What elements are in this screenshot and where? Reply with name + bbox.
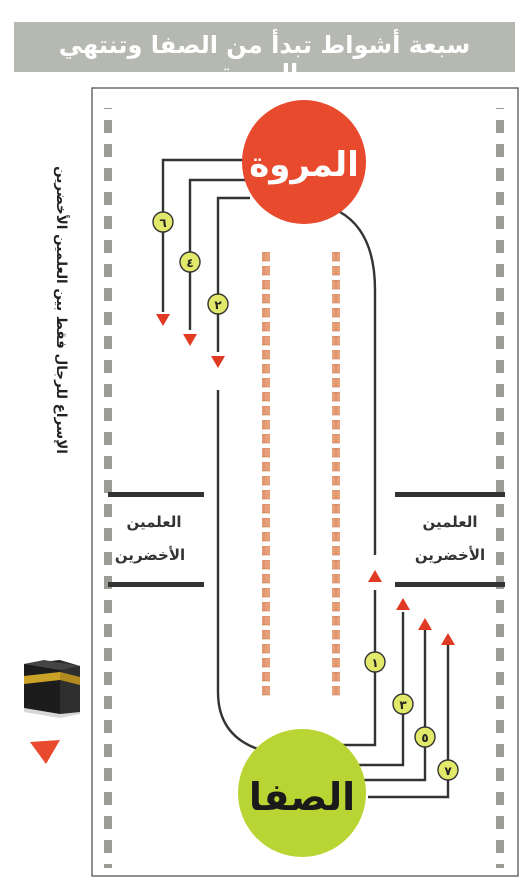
marker-left-line2: الأخضرين (115, 546, 185, 564)
marker-right-line2: الأخضرين (415, 546, 485, 564)
path-lap-3 (350, 612, 403, 765)
lap-badge-6: ٦ (153, 212, 173, 232)
path-lap-6 (163, 160, 245, 312)
green-markers-left (108, 492, 204, 587)
lap-badge-1-text: ١ (371, 656, 378, 670)
direction-arrow-icon (30, 740, 60, 764)
arrow-lap-3 (396, 598, 410, 610)
lap-badge-7-text: ٧ (444, 764, 452, 778)
lap-badge-2: ٢ (208, 294, 228, 314)
arrow-lap-7 (441, 633, 455, 645)
lap-badge-3-text: ٣ (399, 698, 407, 712)
lap-badge-3: ٣ (393, 694, 413, 714)
marker-right-line1: العلمين (422, 513, 477, 531)
lap-badge-2-text: ٢ (214, 298, 222, 312)
marker-left-line1: العلمين (126, 513, 181, 531)
lap-badge-1: ١ (365, 652, 385, 672)
lap-badge-5-text: ٥ (421, 731, 428, 745)
center-column-left (262, 252, 270, 698)
right-track (496, 108, 504, 868)
lap-badge-6-text: ٦ (159, 216, 166, 230)
green-markers-right (395, 492, 505, 587)
lap-badge-4-text: ٤ (186, 256, 193, 270)
path-lap-2 (218, 198, 250, 352)
lap-badge-4: ٤ (180, 252, 200, 272)
center-column-right (332, 252, 340, 698)
safa-label: الصفا (249, 775, 355, 819)
arrow-heads (156, 314, 455, 645)
arrow-lap-4 (183, 334, 197, 346)
safa-hill: الصفا (238, 729, 366, 857)
marwa-hill: المروة (242, 100, 366, 224)
path-lap-1 (268, 590, 375, 745)
arrow-lap-2 (211, 356, 225, 368)
arrow-lap-1 (368, 570, 382, 582)
path-loop-outer (218, 390, 268, 752)
marwa-label: المروة (249, 145, 359, 185)
path-loop-right (340, 212, 375, 555)
arrow-lap-5 (418, 618, 432, 630)
kaaba-icon (24, 660, 80, 718)
left-track (104, 108, 112, 868)
lap-badge-7: ٧ (438, 760, 458, 780)
lap-badge-5: ٥ (415, 727, 435, 747)
arrow-lap-6 (156, 314, 170, 326)
